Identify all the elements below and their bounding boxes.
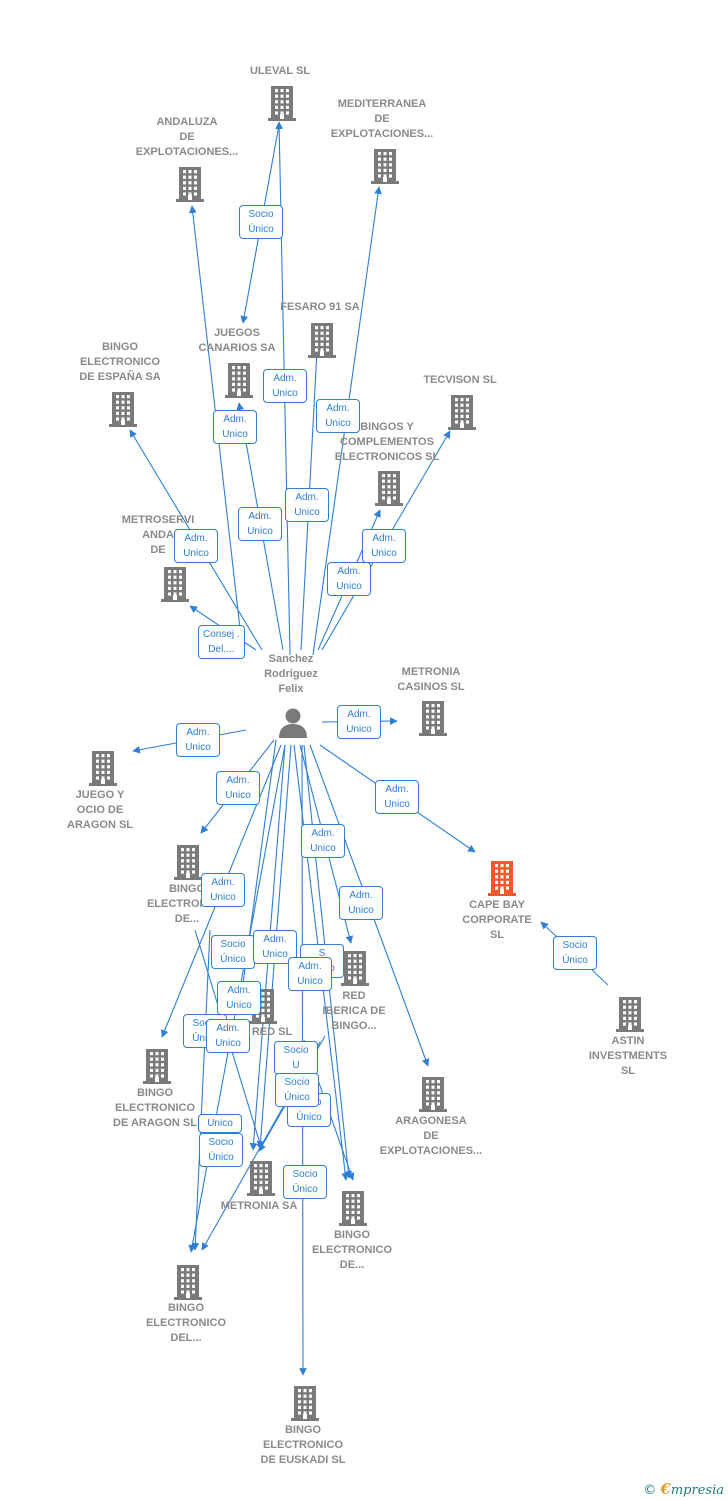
- relation-label: Socio Único: [199, 1133, 243, 1167]
- relation-label: Adm. Unico: [213, 410, 257, 444]
- building-icon[interactable]: [307, 322, 337, 358]
- empresia-logo-initial: €: [660, 1480, 671, 1498]
- relation-label: Adm. Unico: [288, 957, 332, 991]
- building-icon[interactable]: [173, 1264, 203, 1300]
- building-icon[interactable]: [418, 1076, 448, 1112]
- company-label[interactable]: METROSERVI ANDA DE: [121, 514, 195, 556]
- building-icon[interactable]: [267, 85, 297, 121]
- relation-label: Adm. Unico: [362, 529, 406, 563]
- building-icon[interactable]: [290, 1385, 320, 1421]
- building-icon[interactable]: [374, 470, 404, 506]
- relation-label: Socio Único: [553, 936, 597, 970]
- company-label[interactable]: ANDALUZA DE EXPLOTACIONES...: [135, 116, 239, 158]
- relation-label: Adm. Unico: [316, 399, 360, 433]
- company-label[interactable]: BINGOS Y COMPLEMENTOS ELECTRONICOS SL: [334, 421, 440, 463]
- empresia-logo-text: mpresia: [670, 1483, 724, 1498]
- building-icon[interactable]: [175, 166, 205, 202]
- company-label[interactable]: BINGO ELECTRONICO DE ESPAÑA SA: [79, 341, 161, 383]
- copyright-icon: ©: [643, 1483, 657, 1498]
- building-icon[interactable]: [615, 996, 645, 1032]
- building-icon[interactable]: [340, 950, 370, 986]
- relation-label: Adm. Unico: [339, 886, 383, 920]
- company-label[interactable]: JUEGOS CANARIOS SA: [198, 327, 276, 354]
- building-icon[interactable]: [224, 362, 254, 398]
- empresia-footer[interactable]: © €mpresia: [643, 1480, 724, 1498]
- relation-label: Adm. Unico: [174, 529, 218, 563]
- relation-edge: [191, 929, 211, 1251]
- relation-label: Adm. Unico: [206, 1019, 250, 1053]
- company-label[interactable]: CAPE BAY CORPORATE SL: [462, 899, 532, 941]
- company-label[interactable]: JUEGO Y OCIO DE ARAGON SL: [67, 789, 133, 831]
- company-label[interactable]: BINGO ELECTRONICO DE...: [311, 1229, 393, 1271]
- company-label[interactable]: ULEVAL SL: [249, 65, 311, 77]
- company-label[interactable]: RED SL: [251, 1026, 293, 1038]
- relation-label: Adm. Unico: [216, 771, 260, 805]
- company-label[interactable]: FESARO 91 SA: [280, 301, 360, 313]
- relation-label: Adm. Unico: [263, 369, 307, 403]
- company-label[interactable]: METRONIA CASINOS SL: [397, 666, 465, 693]
- relation-label: Consej . Del....: [198, 625, 245, 659]
- building-icon[interactable]: [160, 566, 190, 602]
- relation-label: Adm. Unico: [238, 507, 282, 541]
- relation-label: Adm. Unico: [337, 705, 381, 739]
- relation-label: Adm. Unico: [327, 562, 371, 596]
- relation-label: Adm. Unico: [285, 488, 329, 522]
- relation-label: Socio Único: [283, 1165, 327, 1199]
- relation-label: Socio Único: [239, 205, 283, 239]
- company-label[interactable]: BINGO ELECTRONICO DE EUSKADI SL: [260, 1424, 346, 1466]
- building-icon[interactable]: [370, 148, 400, 184]
- relation-label: Socio U: [274, 1041, 318, 1075]
- building-icon[interactable]: [338, 1190, 368, 1226]
- relation-label: Adm. Unico: [375, 780, 419, 814]
- company-label[interactable]: BINGO ELECTRONICO DEL...: [145, 1302, 227, 1344]
- relation-label: Socio Único: [211, 935, 255, 969]
- person-label[interactable]: Sanchez Rodriguez Felix: [264, 653, 318, 695]
- company-label[interactable]: ASTIN INVESTMENTS SL: [588, 1035, 668, 1077]
- building-icon[interactable]: [447, 394, 477, 430]
- building-icon[interactable]: [418, 700, 448, 736]
- building-icon[interactable]: [108, 391, 138, 427]
- building-icon[interactable]: [246, 1160, 276, 1196]
- building-icon[interactable]: [487, 860, 517, 896]
- person-icon[interactable]: [278, 707, 308, 739]
- relation-label: Unico: [198, 1114, 242, 1133]
- relation-label: Adm. Unico: [217, 981, 261, 1015]
- company-label[interactable]: BINGO ELECTRONICO DE ARAGON SL: [113, 1087, 197, 1129]
- relation-label: Adm. Unico: [201, 873, 245, 907]
- relation-label: Socio Único: [275, 1073, 319, 1107]
- company-label[interactable]: RED IBERICA DE BINGO...: [322, 990, 386, 1032]
- company-label[interactable]: ARAGONESA DE EXPLOTACIONES...: [379, 1115, 483, 1157]
- building-icon[interactable]: [173, 844, 203, 880]
- building-icon[interactable]: [142, 1048, 172, 1084]
- company-label[interactable]: TECVISON SL: [423, 374, 497, 386]
- company-label[interactable]: METRONIA SA: [220, 1200, 298, 1212]
- relation-label: Adm. Unico: [176, 723, 220, 757]
- relation-label: Adm. Unico: [301, 824, 345, 858]
- company-label[interactable]: MEDITERRANEA DE EXPLOTACIONES...: [330, 98, 434, 140]
- building-icon[interactable]: [88, 750, 118, 786]
